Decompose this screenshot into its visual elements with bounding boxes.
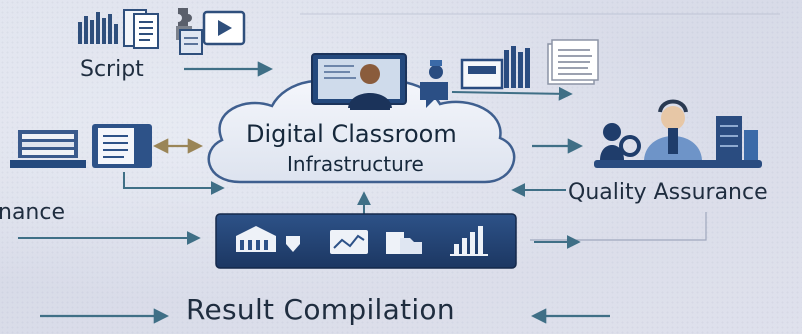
script-label: Script [80, 57, 144, 82]
center-subtitle: Infrastructure [287, 152, 424, 176]
books-icon [460, 46, 530, 90]
presentation-icon [179, 10, 246, 55]
file-folder-icon [10, 130, 86, 168]
quality-assurance-label: Quality Assurance [568, 180, 768, 205]
chat-bubble-icon [420, 82, 448, 108]
documents-icon [123, 9, 159, 49]
server-icon [716, 116, 758, 160]
folders-icon [386, 232, 422, 254]
monitor-teacher-icon [311, 53, 407, 110]
paper-stack-icon [547, 39, 599, 85]
column-chart-icon [450, 226, 488, 256]
arrow-left-to-center [123, 172, 225, 195]
graph-icon [330, 230, 368, 254]
center-title: Digital Classroom [246, 120, 457, 148]
maintenance-label: nance [0, 200, 65, 225]
bar-chart-icon [78, 12, 118, 44]
webcam-icon [429, 60, 443, 79]
arrow-top-right [451, 86, 573, 101]
building-icon [236, 226, 300, 252]
result-compilation-label: Result Compilation [186, 293, 455, 326]
headset-person-icon [594, 99, 762, 168]
gear-person-icon [600, 123, 641, 160]
document-tablet-icon [92, 124, 152, 168]
